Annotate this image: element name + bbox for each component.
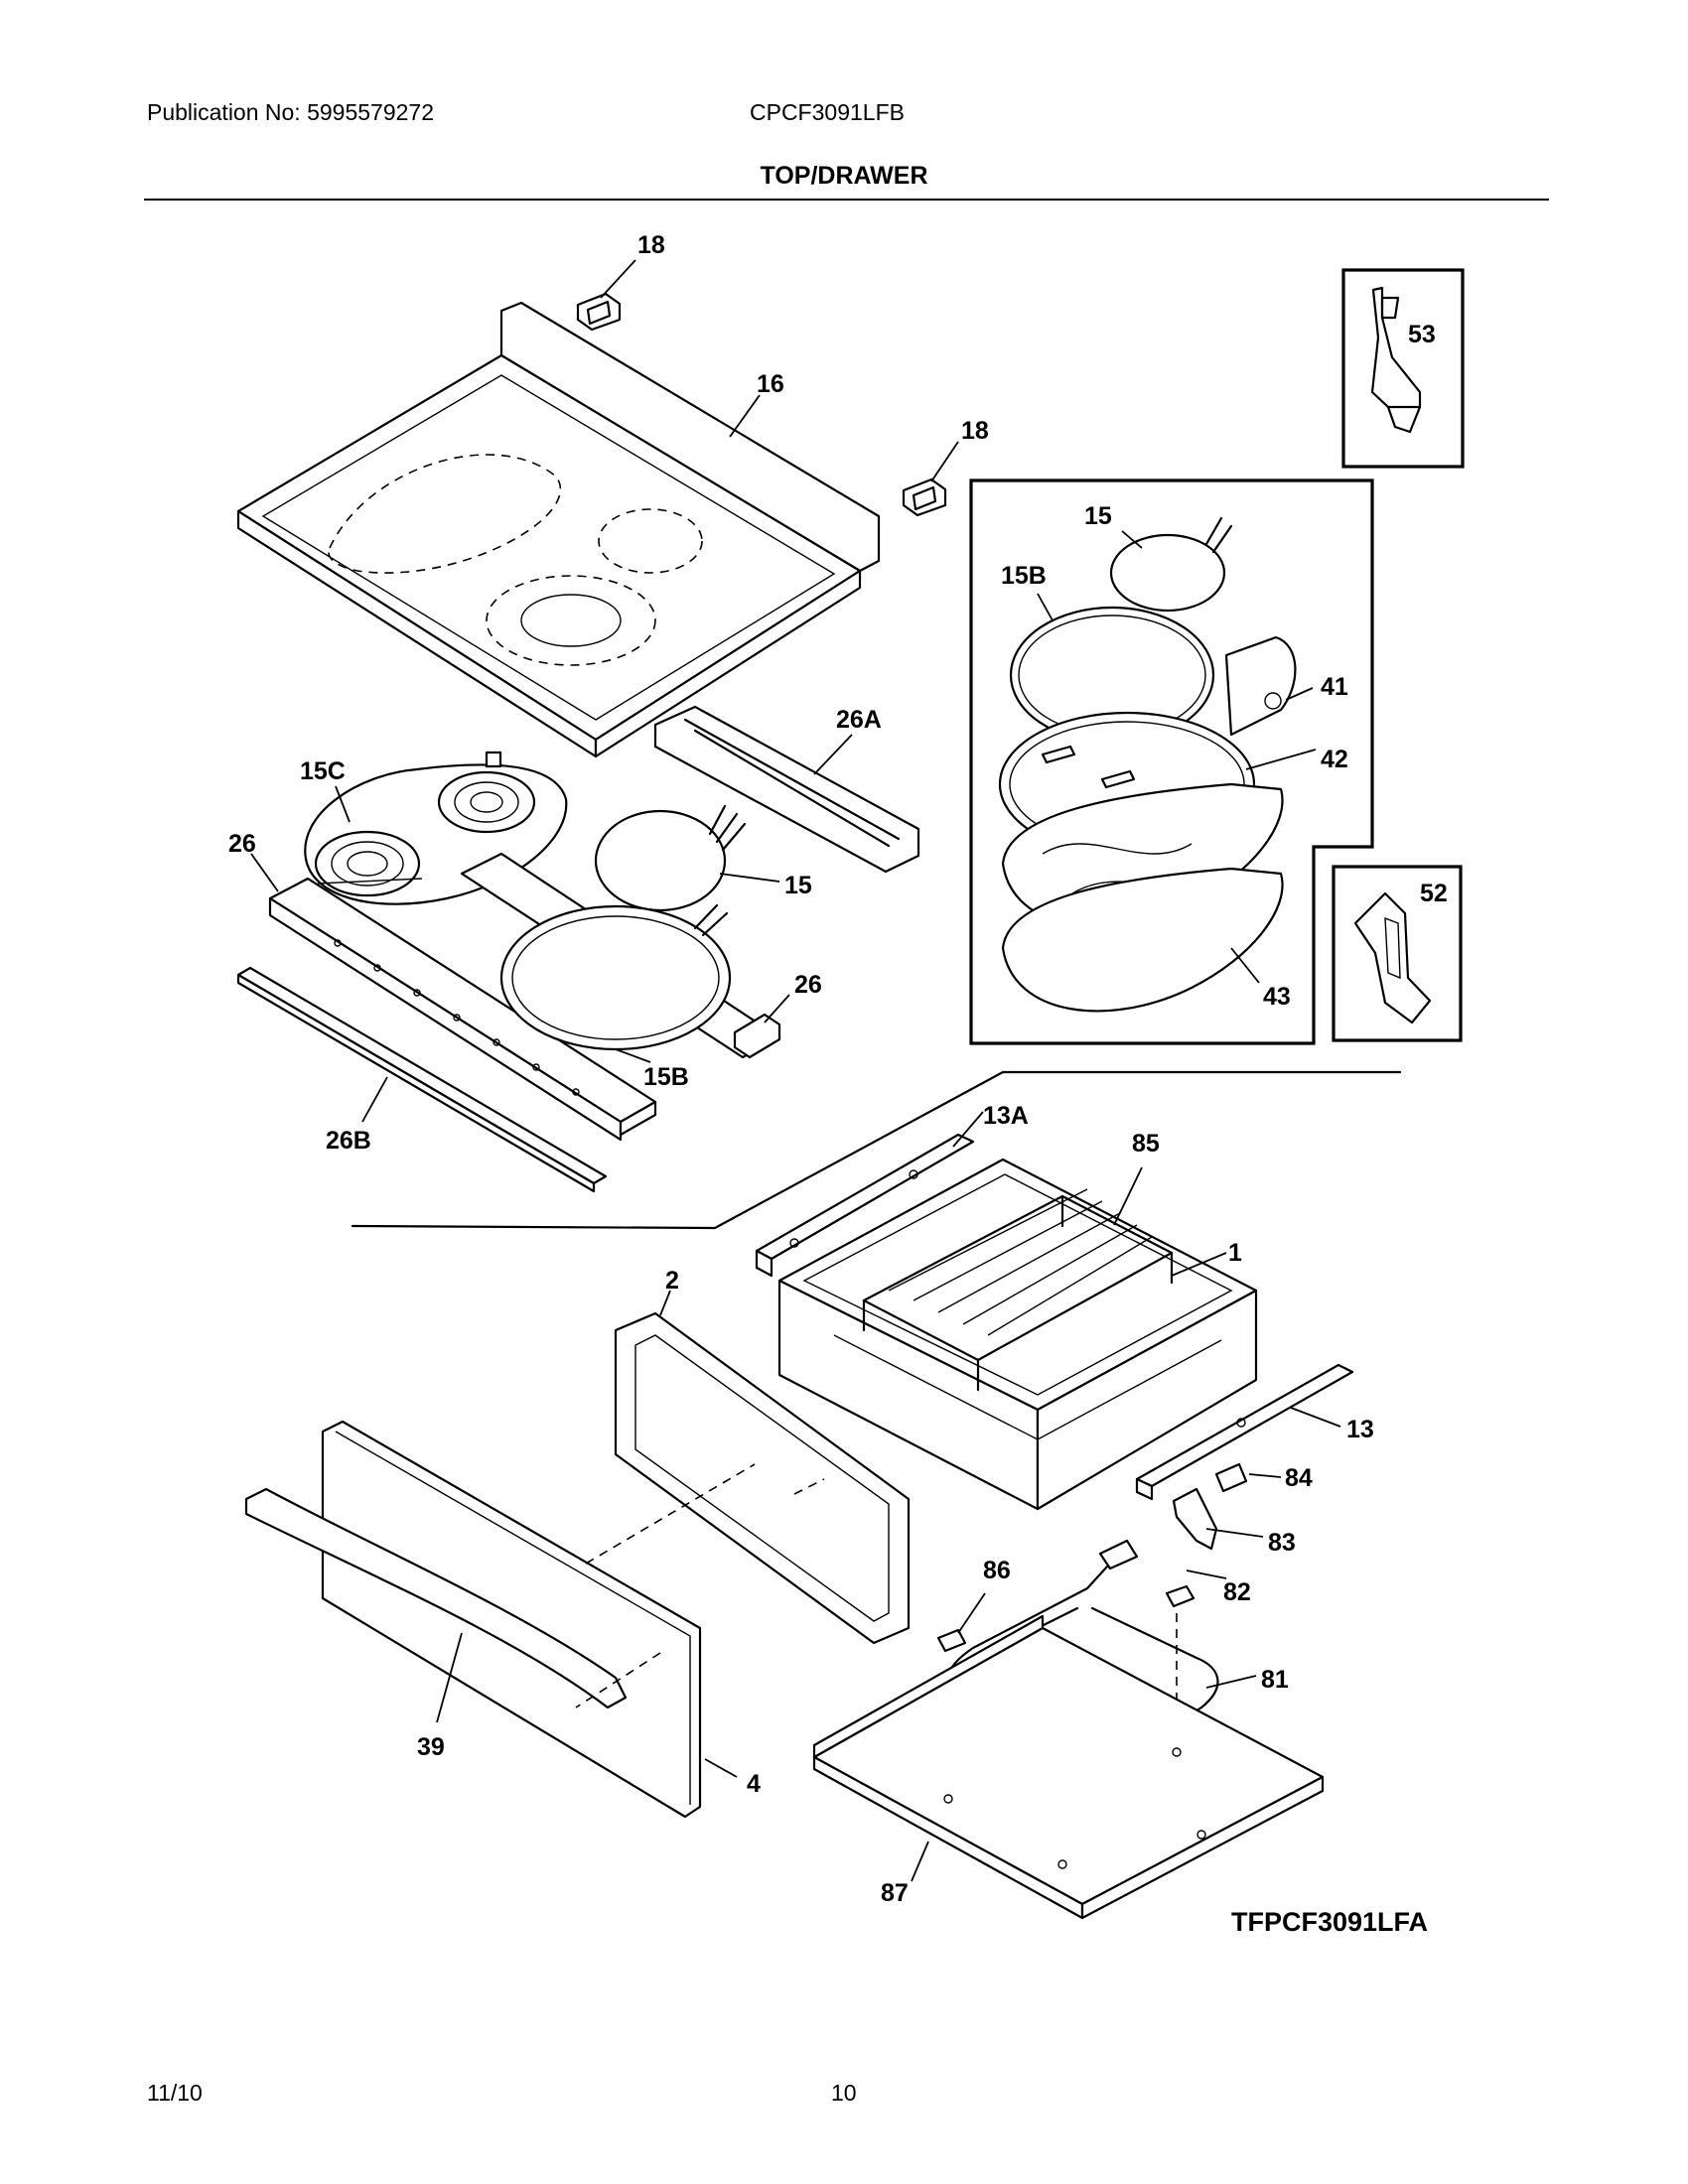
callout-26b: 26B xyxy=(326,1127,371,1155)
footer-date: 11/10 xyxy=(147,2080,203,2106)
callout-15-main: 15 xyxy=(784,872,812,899)
part-1-drawer-body xyxy=(777,1158,1258,1511)
callout-53: 53 xyxy=(1408,321,1436,348)
element-inset-frame xyxy=(969,478,1374,1045)
callout-18-top: 18 xyxy=(637,231,665,259)
callout-41: 41 xyxy=(1321,673,1348,701)
part-13a-drawer-slide-left xyxy=(755,1111,984,1278)
part-18-clip-left xyxy=(576,259,636,332)
part-82-element-clip xyxy=(1165,1570,1227,1608)
part-26a-wire-bracket xyxy=(653,705,920,874)
part-85-drawer-rack xyxy=(862,1166,1174,1392)
part-87-drawer-bottom-plate xyxy=(812,1614,1325,1920)
callout-39: 39 xyxy=(417,1733,445,1761)
part-52-inset-frame xyxy=(1332,865,1463,1042)
callout-2: 2 xyxy=(665,1267,679,1295)
part-86-clip xyxy=(936,1592,986,1653)
part-39-drawer-handle xyxy=(244,1487,628,1723)
callout-1: 1 xyxy=(1228,1239,1242,1267)
part-15b-inset-element xyxy=(1009,593,1297,745)
part-13-drawer-slide-right xyxy=(1135,1363,1354,1501)
callout-26a: 26A xyxy=(836,706,882,734)
section-divider-line xyxy=(351,1070,1402,1230)
callout-4: 4 xyxy=(747,1770,761,1798)
callout-42: 42 xyxy=(1321,746,1348,773)
callout-26-right: 26 xyxy=(794,971,822,999)
footer-page-number: 10 xyxy=(831,2080,857,2106)
part-83-thermostat-bracket xyxy=(1172,1487,1264,1551)
model-number: CPCF3091LFB xyxy=(750,99,905,125)
part-84-thermostat xyxy=(1214,1462,1282,1493)
callout-26-left: 26 xyxy=(228,830,256,858)
callout-43: 43 xyxy=(1263,983,1291,1011)
callout-15b-main: 15B xyxy=(643,1063,689,1091)
part-15b-radiant-element-large xyxy=(499,903,732,1063)
callout-16: 16 xyxy=(757,370,784,398)
section-title: TOP/DRAWER xyxy=(760,162,928,190)
part-26-rail-end xyxy=(733,994,790,1059)
callout-84: 84 xyxy=(1285,1464,1313,1492)
callout-15b-inset: 15B xyxy=(1001,562,1047,590)
part-43-insulation-and-shield xyxy=(1001,782,1284,1013)
part-41-element-bracket xyxy=(1264,687,1314,710)
publication-number: Publication No: 5995579272 xyxy=(147,99,435,125)
part-16-cooktop xyxy=(236,301,881,758)
callout-52: 52 xyxy=(1420,880,1448,907)
callout-81: 81 xyxy=(1261,1666,1289,1694)
title-divider xyxy=(144,199,1549,201)
part-53-inset-frame xyxy=(1341,268,1465,469)
callout-86: 86 xyxy=(983,1557,1011,1584)
part-18-clip-right xyxy=(902,441,959,517)
callout-18-right: 18 xyxy=(961,417,989,445)
part-15-inset-element xyxy=(1109,516,1233,613)
callout-13a: 13A xyxy=(983,1102,1029,1130)
callout-15c: 15C xyxy=(300,757,346,785)
callout-15-inset: 15 xyxy=(1084,502,1112,530)
part-2-inner-door-panel xyxy=(614,1290,911,1645)
part-15-radiant-element-small xyxy=(594,804,780,912)
diagram-reference-code: TFPCF3091LFA xyxy=(1231,1907,1428,1937)
callout-85: 85 xyxy=(1132,1130,1160,1158)
callout-13: 13 xyxy=(1346,1416,1374,1443)
callout-82: 82 xyxy=(1223,1578,1251,1606)
part-26b-trim-strip xyxy=(236,966,608,1193)
callout-83: 83 xyxy=(1268,1529,1296,1557)
callout-87: 87 xyxy=(881,1879,909,1907)
